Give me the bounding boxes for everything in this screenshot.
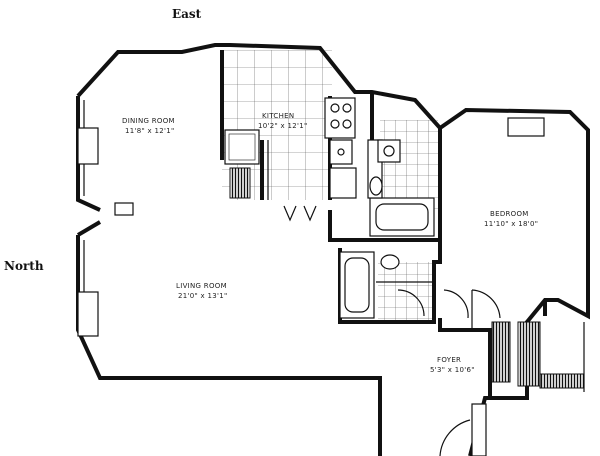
bedroom-name: BEDROOM	[490, 210, 529, 218]
toilet	[369, 176, 383, 196]
sink-2	[380, 254, 400, 270]
foyer-name: FOYER	[437, 356, 461, 364]
kitchen-sink	[329, 139, 353, 165]
bath-fixtures	[339, 139, 435, 319]
compass-north-label: North	[4, 259, 44, 273]
living-window	[77, 291, 99, 337]
column	[114, 202, 134, 216]
dining-window	[77, 127, 99, 165]
bedroom-window	[507, 117, 545, 137]
kitchen-dims: 10'2" x 12'1"	[258, 122, 308, 130]
kitchen-fixtures	[224, 97, 357, 222]
stove	[324, 97, 356, 139]
closets	[439, 321, 585, 456]
compass-east-label: East	[172, 7, 202, 21]
foyer-dims: 5'3" x 10'6"	[430, 366, 475, 374]
living-room-name: LIVING ROOM	[176, 282, 227, 290]
kitchen-name: KITCHEN	[262, 112, 294, 120]
bedroom-dims: 11'10" x 18'0"	[484, 220, 538, 228]
refrigerator	[329, 167, 357, 199]
dining-room-name: DINING ROOM	[122, 117, 175, 125]
bath-tile-floor	[380, 120, 438, 210]
living-room-dims: 21'0" x 13'1"	[178, 292, 228, 300]
dining-room-dims: 11'8" x 12'1"	[125, 127, 175, 135]
